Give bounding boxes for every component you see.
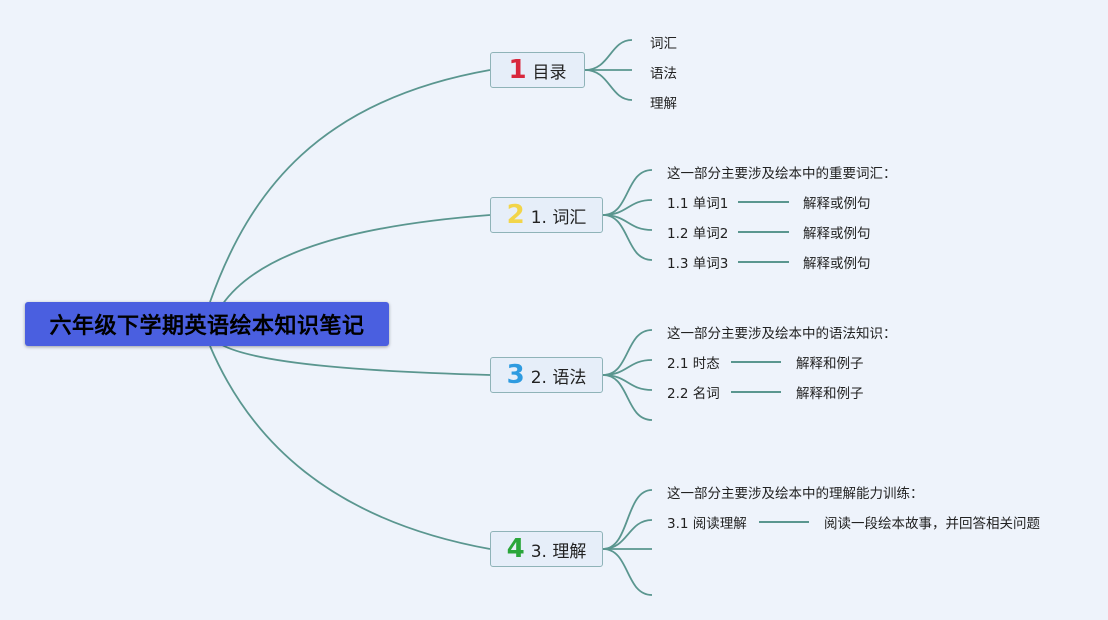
item-term[interactable]: 3.1 阅读理解 <box>667 516 747 532</box>
central-topic-title: 六年级下学期英语绘本知识笔记 <box>49 314 365 339</box>
term-note-connector <box>759 521 809 523</box>
connector-b4-intro <box>602 489 653 550</box>
marker-4-icon: 4 <box>506 534 525 564</box>
connector-root-b2 <box>221 214 491 306</box>
branch-contents[interactable]: 1 目录 <box>490 52 585 88</box>
branch-label: 目录 <box>532 62 567 83</box>
branch-vocabulary[interactable]: 2 1. 词汇 <box>490 197 603 233</box>
marker-1-icon: 1 <box>508 55 527 85</box>
connector-root-b1 <box>209 69 491 303</box>
item-term[interactable]: 1.3 单词3 <box>667 256 729 272</box>
connector-b4-empty2 <box>602 548 653 596</box>
term-note-connector <box>738 201 789 203</box>
marker-2-icon: 2 <box>506 200 525 230</box>
item-term[interactable]: 1.2 单词2 <box>667 226 729 242</box>
connector-b2-i3 <box>602 214 653 261</box>
branch-intro[interactable]: 这一部分主要涉及绘本中的语法知识： <box>667 326 897 342</box>
connector-b3-empty <box>602 374 653 421</box>
connector-b1-c1 <box>584 39 633 71</box>
item-note[interactable]: 解释和例子 <box>796 386 864 402</box>
branch-label: 3. 理解 <box>530 541 587 562</box>
branch-intro[interactable]: 这一部分主要涉及绘本中的理解能力训练： <box>667 486 924 502</box>
item-term[interactable]: 2.2 名词 <box>667 386 720 402</box>
term-note-connector <box>738 261 789 263</box>
connector-root-b3 <box>221 344 491 376</box>
child-topic[interactable]: 理解 <box>650 96 677 112</box>
child-topic[interactable]: 语法 <box>650 66 677 82</box>
branch-label: 2. 语法 <box>530 367 587 388</box>
item-term[interactable]: 1.1 单词1 <box>667 196 729 212</box>
branch-label: 1. 词汇 <box>530 207 587 228</box>
term-note-connector <box>731 361 781 363</box>
connector-b4-i1 <box>602 519 653 550</box>
child-topic[interactable]: 词汇 <box>650 36 677 52</box>
branch-grammar[interactable]: 3 2. 语法 <box>490 357 603 393</box>
marker-3-icon: 3 <box>506 360 525 390</box>
central-topic[interactable]: 六年级下学期英语绘本知识笔记 <box>25 302 389 346</box>
connector-root-b4 <box>209 345 491 550</box>
item-term[interactable]: 2.1 时态 <box>667 356 720 372</box>
term-note-connector <box>738 231 789 233</box>
term-note-connector <box>731 391 781 393</box>
connector-b1-c3 <box>584 69 633 101</box>
branch-comprehension[interactable]: 4 3. 理解 <box>490 531 603 567</box>
item-note[interactable]: 解释和例子 <box>796 356 864 372</box>
item-note[interactable]: 解释或例句 <box>803 256 871 272</box>
item-note[interactable]: 解释或例句 <box>803 196 871 212</box>
branch-intro[interactable]: 这一部分主要涉及绘本中的重要词汇： <box>667 166 897 182</box>
item-note[interactable]: 解释或例句 <box>803 226 871 242</box>
item-note[interactable]: 阅读一段绘本故事，并回答相关问题 <box>824 516 1040 532</box>
